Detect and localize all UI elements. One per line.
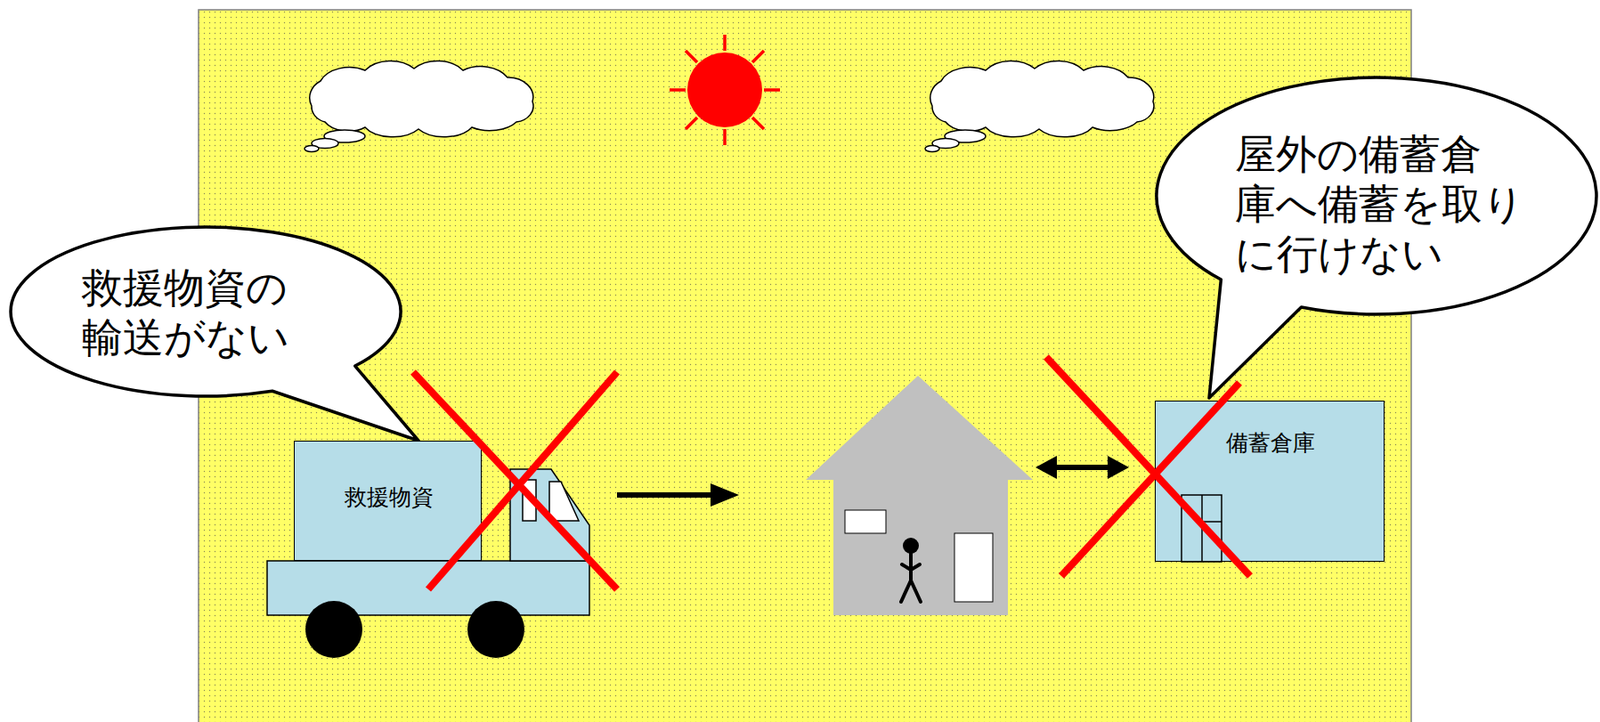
- box-label: 備蓄倉庫: [1155, 430, 1386, 457]
- bubble-shape: [1156, 77, 1597, 398]
- sun-ray: [685, 117, 698, 130]
- house: [805, 375, 1033, 616]
- cross-stroke: [1061, 382, 1240, 577]
- bubble-shape: [10, 227, 419, 441]
- house-window: [844, 510, 886, 534]
- person-body: [909, 552, 913, 581]
- person-arm: [910, 564, 920, 570]
- speech-bubble: 屋外の備蓄倉 庫へ備蓄を取り に行けない: [1154, 75, 1599, 317]
- arrow-head: [1107, 455, 1129, 480]
- house-door: [954, 533, 993, 602]
- arrow-shaft: [617, 492, 715, 498]
- storage-warehouse-box: 備蓄倉庫: [1154, 400, 1385, 562]
- speech-bubble: 救援物資の 輸送がない: [8, 225, 403, 398]
- house-wall: [833, 479, 1008, 616]
- truck-wheel: [467, 601, 525, 658]
- arrow-to-house: [617, 483, 740, 507]
- truck-cab: [510, 469, 590, 561]
- sun-rays: [669, 34, 780, 146]
- sun-disc: [687, 52, 763, 128]
- door-split: [1201, 495, 1203, 562]
- cloud-puff: [304, 146, 319, 153]
- bubble-text: 救援物資の 輸送がない: [81, 262, 305, 363]
- cloud-body: [930, 60, 1154, 137]
- sun-ray: [722, 129, 727, 146]
- truck-wheel: [305, 601, 363, 658]
- sun-ray: [722, 34, 727, 51]
- cloud-body: [309, 60, 534, 137]
- bubble-text: 屋外の備蓄倉 庫へ備蓄を取り に行けない: [1234, 129, 1503, 279]
- sun-ray: [685, 50, 698, 63]
- house-roof: [805, 375, 1033, 480]
- cab-windshield: [549, 481, 579, 521]
- box-label: 救援物資: [294, 484, 483, 512]
- cross-stroke: [413, 372, 618, 590]
- cloud: [925, 60, 1154, 152]
- cross-mark: [1046, 357, 1251, 577]
- sun: [669, 34, 780, 146]
- cross-stroke: [1046, 357, 1251, 577]
- arrow-head: [710, 483, 740, 507]
- cross-stroke: [428, 372, 618, 590]
- cloud-puff: [925, 146, 940, 153]
- arrow-head: [1035, 455, 1057, 480]
- double-arrow: [1035, 455, 1129, 480]
- person-leg: [910, 580, 921, 602]
- cross-mark: [413, 372, 618, 590]
- sun-ray: [763, 88, 780, 92]
- person: [901, 537, 921, 602]
- sun-ray: [752, 50, 764, 63]
- door-split: [1202, 520, 1222, 523]
- person-leg: [901, 580, 911, 602]
- warehouse-door: [1181, 495, 1222, 562]
- door-frame: [1181, 495, 1222, 562]
- cab-window: [522, 479, 537, 521]
- arrow-shaft: [1050, 464, 1113, 471]
- sun-ray: [669, 88, 686, 92]
- cloud: [304, 60, 534, 152]
- relief-supply-box: 救援物資: [293, 440, 482, 561]
- truck-chassis: [267, 560, 590, 616]
- sun-ray: [752, 117, 764, 130]
